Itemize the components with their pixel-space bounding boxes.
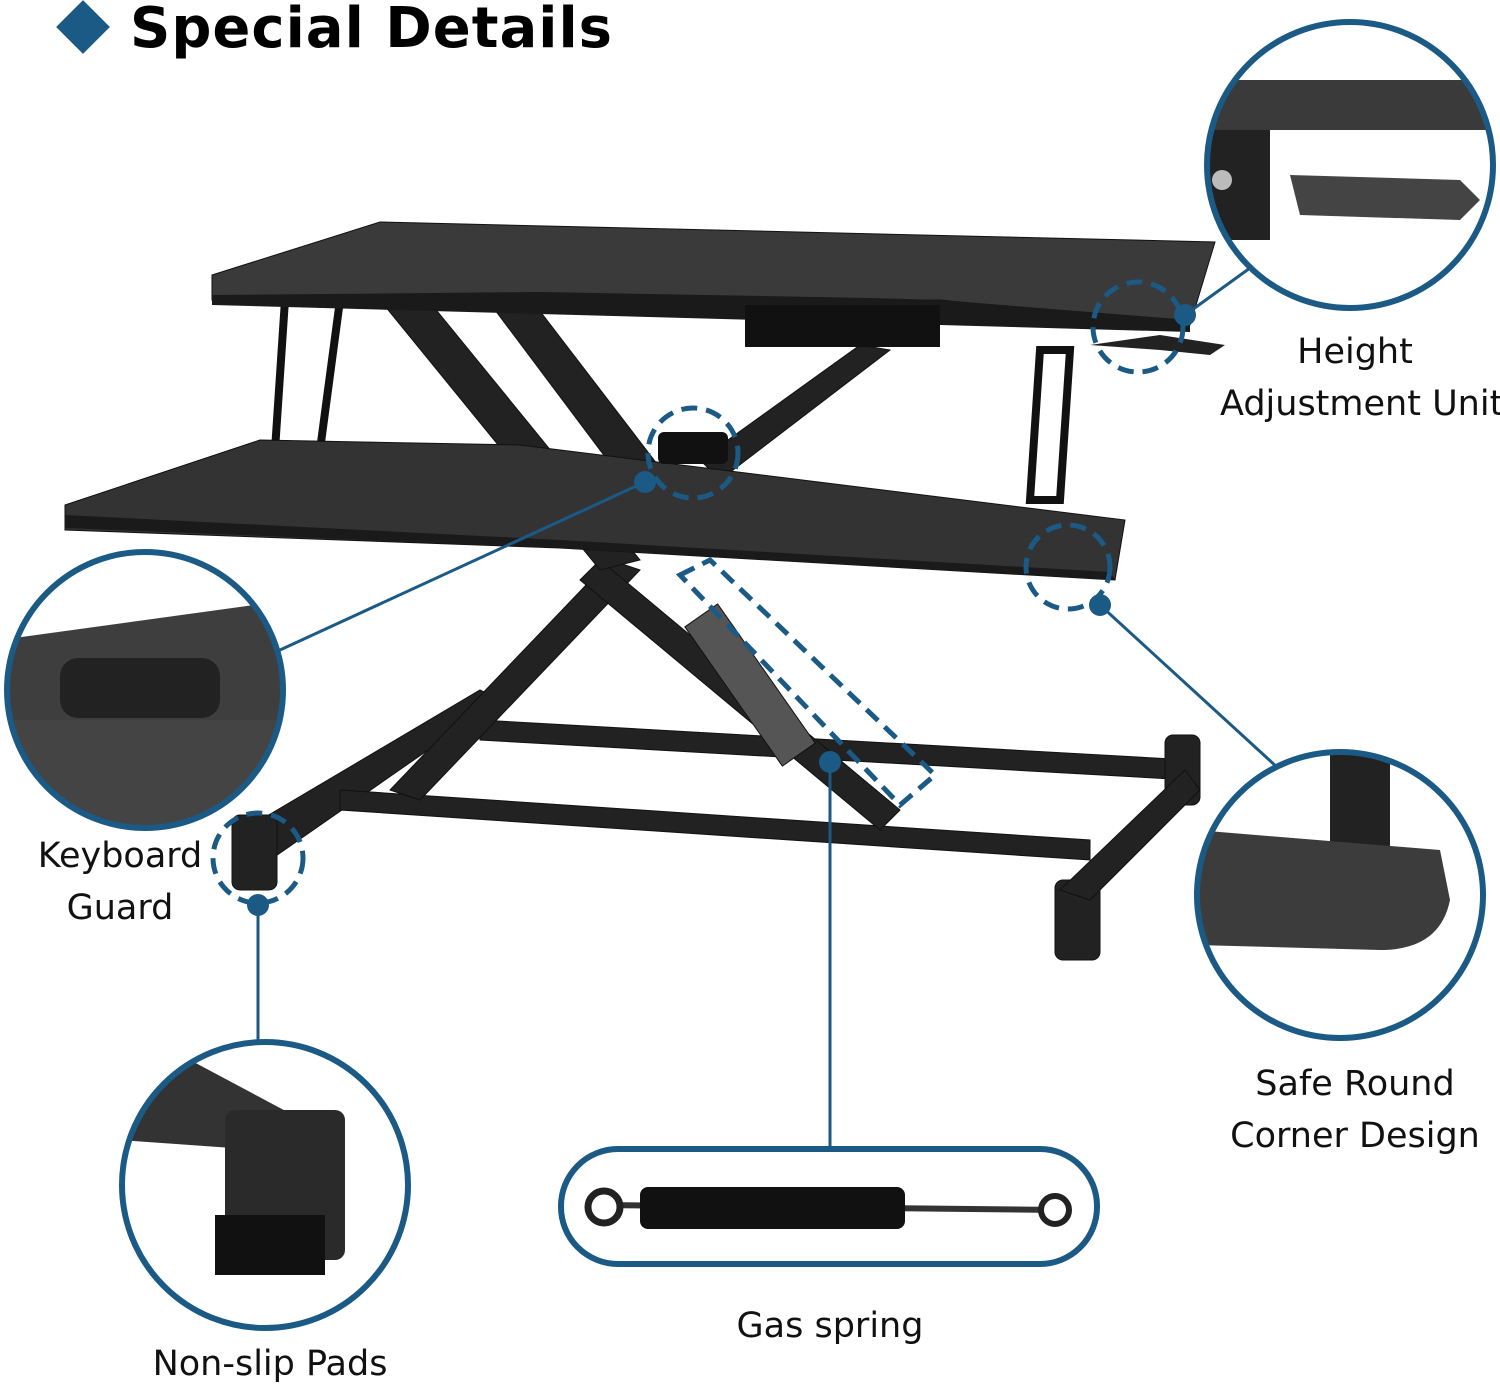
non-slip-pad-detail bbox=[122, 1042, 408, 1328]
keyboard-guard-detail bbox=[7, 552, 283, 828]
callout-keyboard-guard: Keyboard Guard bbox=[30, 830, 210, 934]
callout-non-slip-pads: Non-slip Pads bbox=[152, 1344, 388, 1384]
height-adjust-detail bbox=[1207, 22, 1493, 308]
callout-lines bbox=[256, 266, 1280, 1148]
callout-line: Height bbox=[1297, 332, 1413, 372]
callout-height-adjustment: Height Adjustment Unit bbox=[1220, 326, 1500, 430]
desk-base bbox=[231, 284, 1201, 961]
pad-highlight bbox=[210, 810, 306, 906]
callout-line: Keyboard bbox=[37, 836, 203, 876]
corner-detail bbox=[1197, 752, 1483, 1038]
callout-line: Adjustment Unit bbox=[1220, 384, 1500, 424]
page-title: Special Details bbox=[130, 0, 614, 61]
callout-safe-corner: Safe Round Corner Design bbox=[1220, 1058, 1490, 1162]
gas-spring-frame bbox=[558, 1146, 1100, 1267]
callout-line: Corner Design bbox=[1230, 1116, 1480, 1156]
height-adjust-highlight bbox=[1090, 279, 1186, 375]
callout-line: Safe Round bbox=[1255, 1064, 1455, 1104]
callout-gas-spring: Gas spring bbox=[736, 1306, 924, 1346]
keyboard-guard-highlight bbox=[645, 405, 741, 501]
gas-spring-icon bbox=[584, 1187, 1072, 1229]
callout-line: Guard bbox=[66, 888, 174, 928]
corner-highlight bbox=[1023, 522, 1113, 612]
keyboard-tray bbox=[64, 439, 1126, 581]
